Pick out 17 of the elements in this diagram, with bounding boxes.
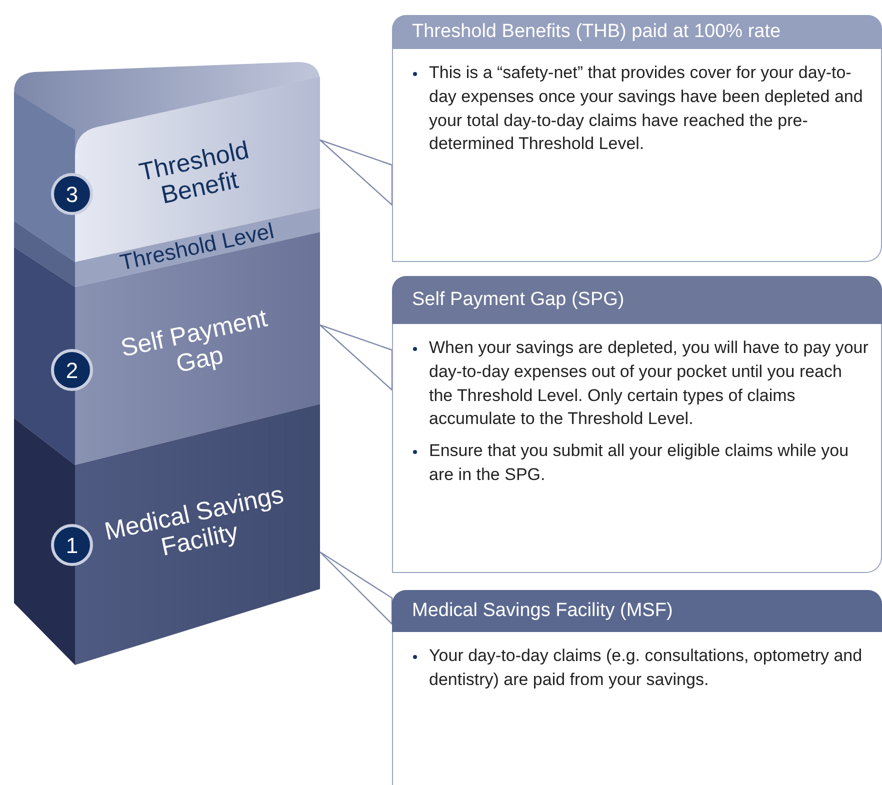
callout-box xyxy=(392,276,882,573)
callout-header: Threshold Benefits (THB) paid at 100% rate xyxy=(392,15,882,49)
callout-header: Medical Savings Facility (MSF) xyxy=(392,590,882,632)
callout-header: Self Payment Gap (SPG) xyxy=(392,276,882,324)
callout-pointer xyxy=(319,139,393,206)
segment-label: Self Payment Gap xyxy=(117,302,271,380)
bullet-text: Ensure that you submit all your eligible claims while you are in the SPG. xyxy=(429,440,850,486)
segment-label: Medical Savings Facility xyxy=(101,479,287,564)
callout-pointer xyxy=(319,551,393,626)
callout-box xyxy=(392,590,882,785)
segment-label: Threshold Level xyxy=(118,218,276,276)
segment-label: Threshold Benefit xyxy=(136,134,252,212)
block-segment xyxy=(75,404,320,665)
bullet-text: Your day-to-day claims (e.g. consultations, optometry and dentistry) are paid from your savings. xyxy=(429,645,864,691)
bullet-text: When your savings are depleted, you will have to pay your day-to-day expenses out of your pocket until you reach the Threshold Level. Only certain types of claims accumulate to the Threshold Level. xyxy=(429,337,869,430)
callout-pointer xyxy=(319,324,393,392)
bullet-text: This is a “safety-net” that provides cover for your day-to-day expenses once your savings have been depleted and your total day-to-day claims have reached the pre-determined Threshold Level. xyxy=(429,62,864,156)
